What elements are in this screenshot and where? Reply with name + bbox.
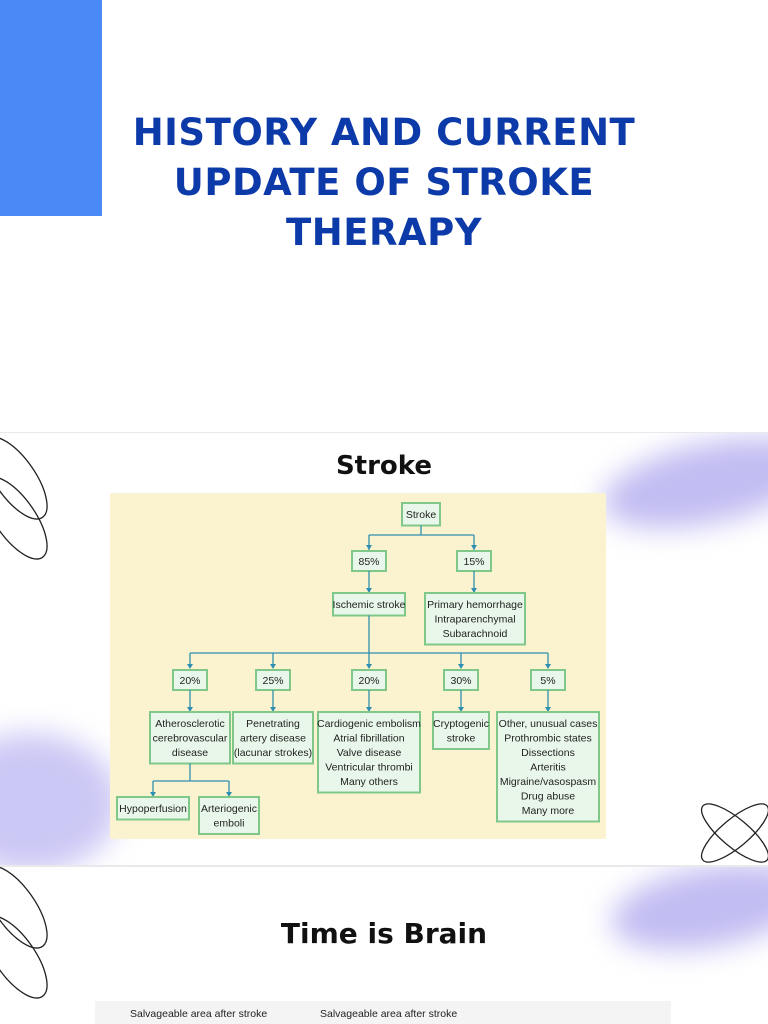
subtype-node-text: Atrial fibrillation (333, 733, 404, 745)
percent-node: 85% (351, 550, 387, 572)
subtype-node-text: (lacunar strokes) (234, 747, 312, 759)
hemorrhage-node-text: Subarachnoid (443, 628, 508, 640)
arrow-head (545, 707, 551, 712)
percent-node-text: 20% (179, 675, 200, 687)
subtype-node-text: Atherosclerotic (155, 718, 224, 730)
percent-node: 15% (456, 550, 492, 572)
subtype-node-text: Cardiogenic embolism (317, 718, 421, 730)
subtype-node-text: Migraine/vasospasm (500, 776, 597, 788)
percent-node: 25% (255, 669, 291, 691)
subtype-node-text: Many more (522, 805, 575, 817)
squiggle-decoration-right (700, 803, 768, 863)
arrow-head (458, 664, 464, 669)
percent-node: 5% (530, 669, 566, 691)
subtype-node-box (232, 711, 314, 765)
subtype-node-text: Ventricular thrombi (325, 762, 413, 774)
slide-heading: Stroke (335, 451, 433, 481)
ischemic-node-text: Ischemic stroke (333, 599, 406, 611)
slide-heading: Time is Brain (280, 917, 488, 950)
percent-node: 20% (351, 669, 387, 691)
root-node-text: Stroke (406, 509, 437, 521)
title-slide: HISTORY AND CURRENT UPDATE OF STROKE THE… (0, 0, 768, 432)
subtype-node-text: disease (172, 747, 208, 759)
squiggle-decoration-left (0, 867, 48, 999)
outcome-node-box (198, 796, 260, 835)
percent-node-text: 25% (262, 675, 283, 687)
hemorrhage-node-box (424, 592, 526, 646)
subtype-node-text: Cryptogenic (433, 718, 489, 730)
arrow-head (150, 792, 156, 797)
ischemic-node: Ischemic stroke (332, 592, 406, 617)
subtype-node-box (149, 711, 231, 765)
arrow-head (226, 792, 232, 797)
outcome-node-text: emboli (214, 818, 245, 830)
time-is-brain-slide: Time is Brain Salvageable area after str… (0, 867, 768, 1024)
subtype-node: Penetrating artery disease (lacunar stroke… (232, 711, 314, 765)
subtype-node-text: Many others (340, 776, 398, 788)
figure-label: Salvageable area after stroke (130, 1008, 268, 1020)
subtype-node-box (432, 711, 490, 750)
decorative-blob (594, 433, 768, 545)
outcome-node: Hypoperfusion (116, 796, 190, 821)
presentation-title: HISTORY AND CURRENT UPDATE OF STROKE THE… (132, 111, 636, 254)
percent-node-text: 20% (358, 675, 379, 687)
outcome-node: Arteriogenic emboli (198, 796, 260, 835)
percent-node-text: 30% (450, 675, 471, 687)
outcome-node-text: Arteriogenic (201, 803, 257, 815)
hemorrhage-node-text: Primary hemorrhage (427, 599, 523, 611)
outcome-node-text: Hypoperfusion (119, 803, 187, 815)
accent-block (0, 0, 102, 216)
subtype-node-text: artery disease (240, 733, 306, 745)
salvageable-area-figure: Salvageable area after stroke Salvageabl… (95, 1001, 671, 1024)
subtype-node-text: Arteritis (530, 762, 566, 774)
subtype-node-text: Prothrombic states (504, 733, 592, 745)
arrow-head (187, 664, 193, 669)
diagram-canvas: Stroke 85% 15% Ischemic stroke Primary hemor… (116, 502, 600, 835)
subtype-node-text: cerebrovascular (153, 733, 228, 745)
percent-node: 30% (443, 669, 479, 691)
arrow-head (458, 707, 464, 712)
arrow-head (366, 588, 372, 593)
subtype-node-text: Drug abuse (521, 791, 575, 803)
percent-node-text: 15% (463, 556, 484, 568)
arrow-head (270, 664, 276, 669)
hemorrhage-node: Primary hemorrhageIntraparenchymalSubara… (424, 592, 526, 646)
subtype-node: Cryptogenic stroke (432, 711, 490, 750)
percent-node-text: 5% (540, 675, 555, 687)
subtype-node-text: Dissections (521, 747, 575, 759)
decorative-blob (0, 733, 120, 865)
arrow-head (187, 707, 193, 712)
subtype-node-box (496, 711, 600, 823)
root-node: Stroke (401, 502, 441, 527)
arrow-head (545, 664, 551, 669)
arrow-head (366, 664, 372, 669)
percent-node-text: 85% (358, 556, 379, 568)
outcome-node-box (116, 796, 190, 821)
hemorrhage-node-text: Intraparenchymal (434, 614, 515, 626)
stroke-classification-diagram: Stroke 85% 15% Ischemic stroke Primary hemor… (110, 493, 606, 839)
arrow-head (270, 707, 276, 712)
squiggle-decoration-left (0, 436, 48, 560)
subtype-node-box (317, 711, 421, 794)
subtype-node: Atherosclerotic cerebrovascular disease (149, 711, 231, 765)
arrow-head (471, 588, 477, 593)
subtype-node-text: Penetrating (246, 718, 300, 730)
subtype-node-text: Valve disease (337, 747, 402, 759)
subtype-node-text: stroke (447, 733, 476, 745)
figure-label: Salvageable area after stroke (320, 1008, 458, 1020)
stroke-slide: Stroke Stroke 85% 15% Ischemic stroke Primar… (0, 433, 768, 865)
arrow-head (366, 707, 372, 712)
subtype-node-text: Other, unusual cases (499, 718, 598, 730)
percent-node: 20% (172, 669, 208, 691)
